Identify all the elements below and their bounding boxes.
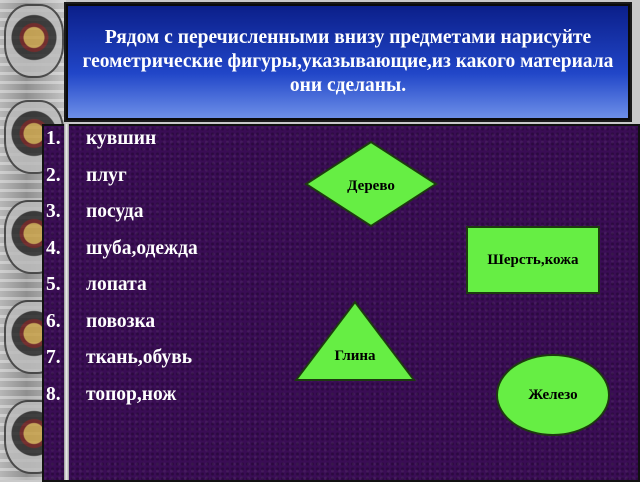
list-item: 2. плуг [46,165,198,202]
list-item-number: 4. [46,237,61,259]
square-label: Шерсть,кожа [487,251,579,268]
list-item-text: кувшин [86,128,157,149]
list-item-number: 3. [46,201,61,222]
list-item-number: 2. [46,164,61,186]
title-banner: Рядом с перечисленными внизу предметами … [66,4,630,120]
list-item-text: плуг [86,164,127,186]
list-item-text: посуда [86,201,144,222]
list-item-number: 7. [46,347,61,368]
square-shape[interactable]: Шерсть,кожа [466,226,600,294]
list-item: 6. повозка [46,311,198,348]
list-item: 8. топор,нож [46,384,198,421]
list-item: 1. кувшин [46,128,198,165]
oval-shape[interactable]: Железо [496,354,610,436]
diamond-label: Дерево [347,178,395,194]
list-item-number: 6. [46,310,61,332]
list-item-number: 1. [46,128,61,149]
oval-label: Железо [528,386,578,403]
list-item-number: 5. [46,274,61,295]
list-item: 7. ткань,обувь [46,347,198,384]
list-item: 4. шуба,одежда [46,238,198,275]
list-item-number: 8. [46,383,61,405]
triangle-polygon [294,300,416,381]
list-item: 5. лопата [46,274,198,311]
list-item-text: шуба,одежда [86,237,198,259]
panel-divider [64,124,69,480]
item-list: 1. кувшин 2. плуг 3. посуда 4. шуба,одеж… [46,128,198,420]
triangle-shape[interactable]: Глина [294,300,416,382]
diamond-shape[interactable]: Дерево [304,140,438,228]
list-item-text: лопата [86,274,147,295]
list-item-text: ткань,обувь [86,347,193,368]
list-item-text: повозка [86,310,156,332]
list-item: 3. посуда [46,201,198,238]
list-item-text: топор,нож [86,383,177,405]
triangle-label: Глина [334,348,376,364]
diamond-polygon [304,140,438,228]
coat-of-arms-icon [4,4,64,78]
slide-title: Рядом с перечисленными внизу предметами … [82,27,614,96]
